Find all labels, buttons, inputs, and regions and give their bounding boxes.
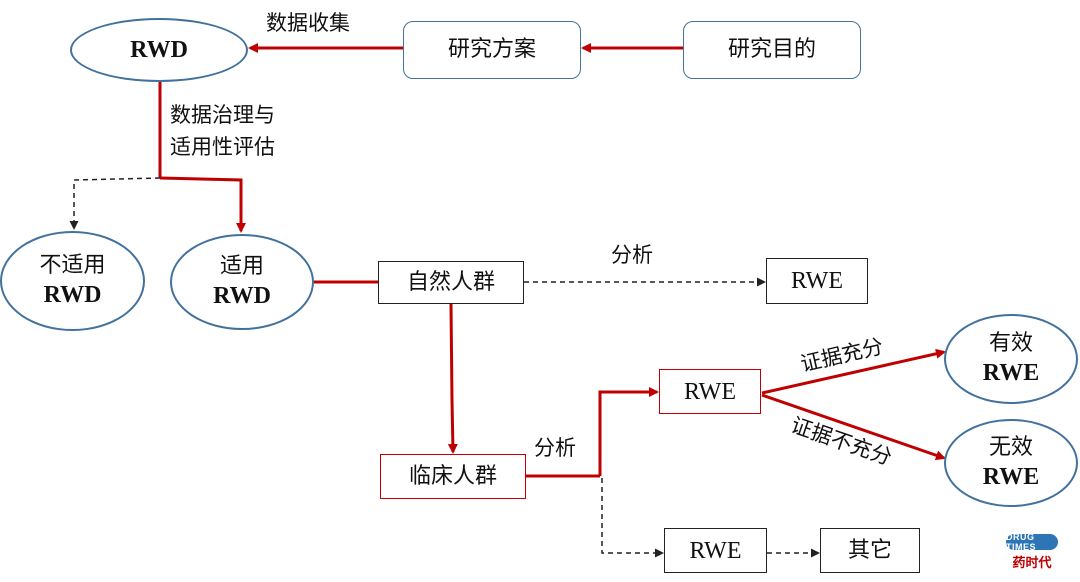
- node-other: 其它: [820, 528, 920, 573]
- node-research-plan: 研究方案: [403, 21, 581, 79]
- node-other-text: 其它: [847, 537, 892, 563]
- logo-badge: DRUG TIMES: [1006, 532, 1058, 552]
- node-suitable-line2: RWD: [213, 282, 271, 309]
- node-rwe-bottom-text: RWE: [689, 537, 742, 564]
- arrow-to-suitable-rwd: [159, 176, 246, 233]
- node-clinical-population: 临床人群: [380, 454, 526, 499]
- node-effective-line2: RWE: [982, 359, 1040, 386]
- label-analysis-top: 分析: [611, 243, 653, 267]
- node-ineffective-line1: 无效: [988, 435, 1033, 461]
- node-effective-rwe: 有效 RWE: [944, 314, 1078, 404]
- node-effective-line1: 有效: [988, 331, 1033, 357]
- node-rwe-mid-text: RWE: [684, 378, 736, 405]
- node-rwd-top-text: RWD: [130, 37, 188, 63]
- node-research-goal: 研究目的: [683, 21, 861, 79]
- node-ineffective-line2: RWE: [982, 463, 1040, 490]
- node-research-goal-text: 研究目的: [727, 37, 816, 63]
- node-rwe-top: RWE: [766, 258, 868, 304]
- node-unsuitable-line1: 不适用: [39, 253, 106, 279]
- drugtimes-logo: DRUG TIMES 药时代: [1004, 532, 1060, 576]
- node-research-plan-text: 研究方案: [447, 37, 536, 63]
- label-analysis-bottom: 分析: [534, 436, 576, 460]
- logo-name: 药时代: [1012, 556, 1052, 571]
- node-clinical-population-text: 临床人群: [408, 463, 497, 489]
- node-suitable-line1: 适用: [219, 254, 264, 280]
- node-rwe-mid: RWE: [659, 369, 761, 414]
- arrow-to-unsuitable-rwd: [69, 177, 161, 230]
- node-ineffective-rwe: 无效 RWE: [944, 419, 1078, 507]
- arrow-rwe-to-effective: [761, 348, 946, 395]
- node-natural-population-text: 自然人群: [406, 269, 495, 295]
- arrow-junction-to-rwe-bottom: [601, 478, 664, 558]
- node-rwd-top: RWD: [70, 18, 248, 82]
- node-natural-population: 自然人群: [378, 261, 524, 304]
- arrow-junction-to-rwe-mid: [598, 387, 659, 476]
- node-unsuitable-line2: RWD: [43, 281, 102, 308]
- label-governance-line2: 适用性评估: [170, 135, 275, 159]
- label-governance-line1: 数据治理与: [170, 103, 275, 127]
- node-rwe-top-text: RWE: [791, 268, 843, 294]
- arrow-natural-to-clinical: [447, 303, 458, 454]
- arrow-rwe-to-ineffective: [761, 393, 946, 461]
- node-unsuitable-rwd: 不适用 RWD: [0, 231, 145, 331]
- node-suitable-rwd: 适用 RWD: [170, 234, 314, 330]
- node-rwe-bottom: RWE: [664, 528, 767, 573]
- label-data-collection: 数据收集: [266, 11, 350, 35]
